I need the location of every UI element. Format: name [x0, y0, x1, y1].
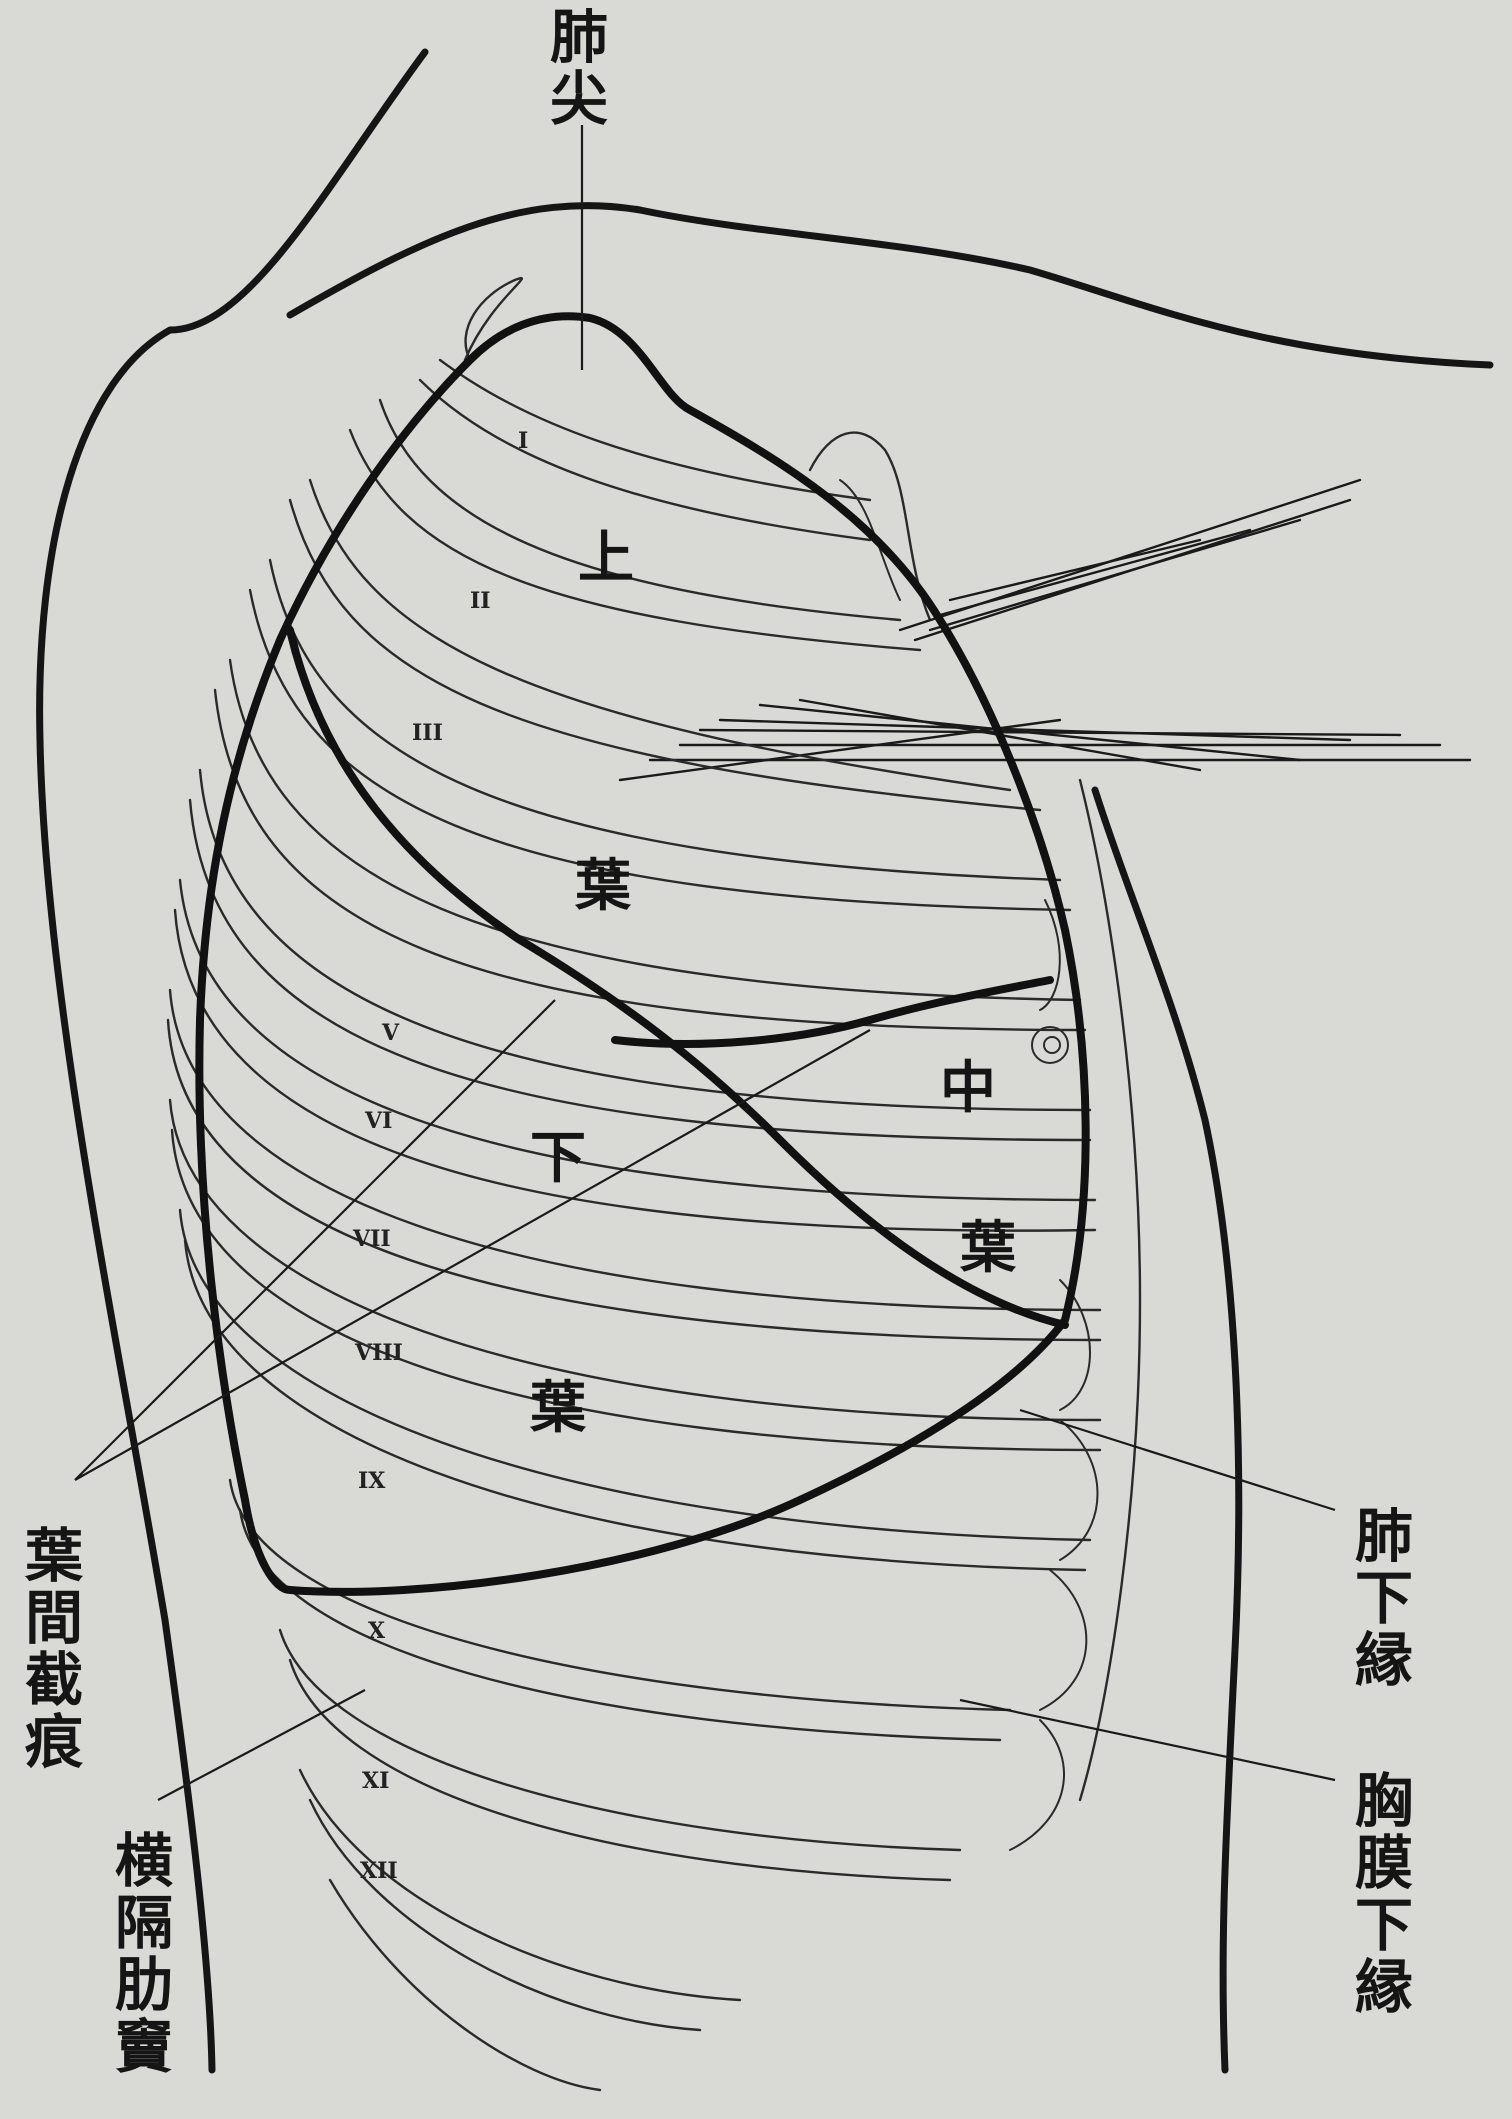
rib-label-XI: XI: [362, 1770, 389, 1792]
label-inferior-pleural-border: 胸膜下縁: [1350, 1770, 1408, 2018]
lung-border-leader: [1020, 1410, 1335, 1510]
arm-hatching: [620, 480, 1470, 780]
rib-label-X: X: [368, 1620, 385, 1642]
label-lung-apex: 肺尖: [545, 6, 603, 130]
lower-lobe-char-2: 葉: [530, 1380, 586, 1436]
label-inferior-lung-border: 肺下縁: [1350, 1505, 1408, 1691]
rib-label-II: II: [470, 590, 491, 612]
upper-lobe-char-1: 上: [578, 530, 634, 586]
rib-label-V: V: [382, 1022, 399, 1044]
rib-label-IX: IX: [358, 1470, 385, 1492]
rib-label-I: I: [518, 430, 528, 452]
recess-leader: [158, 1690, 365, 1800]
middle-lobe-char-2: 葉: [960, 1220, 1016, 1276]
pleura-border-leader: [960, 1700, 1335, 1780]
rib-label-VIII: VIII: [355, 1342, 403, 1364]
rib-label-VII: VII: [353, 1228, 391, 1250]
lower-lobe-char-1: 下: [530, 1130, 586, 1186]
clavicle: [465, 278, 522, 360]
rib-label-III: III: [412, 722, 443, 744]
label-interlobar-fissure: 葉間截痕: [20, 1525, 78, 1773]
fissure-leader-2: [75, 1030, 870, 1480]
label-costodiaphragmatic-recess: 横隔肋竇: [110, 1830, 168, 2078]
neck-outline: [290, 206, 1490, 365]
rib-label-XII: XII: [360, 1860, 398, 1882]
rib-label-VI: VI: [365, 1110, 392, 1132]
upper-lobe-char-2: 葉: [575, 858, 631, 914]
middle-lobe-char-1: 中: [940, 1060, 996, 1116]
scapula-top: [810, 433, 930, 620]
lung-outline: [199, 316, 1085, 1592]
